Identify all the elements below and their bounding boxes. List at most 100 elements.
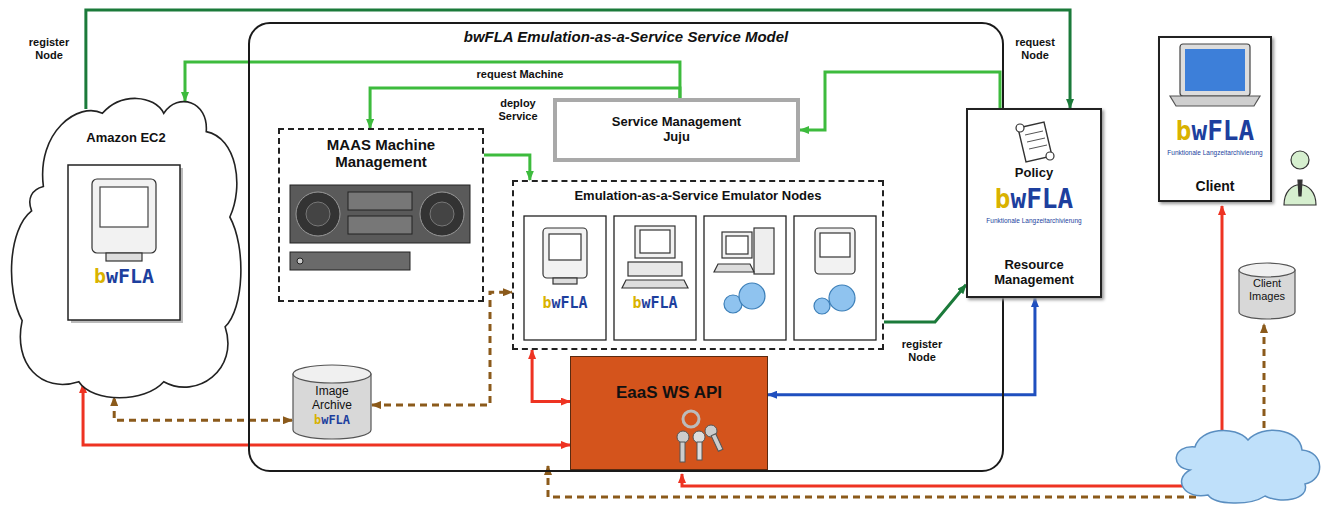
node-label: MAAS Machine Management bbox=[316, 136, 446, 171]
cylinder-shape bbox=[293, 365, 371, 383]
policy-icon bbox=[1016, 124, 1024, 132]
policy-icon bbox=[1046, 152, 1054, 160]
keys-icon bbox=[711, 434, 723, 452]
logo-text: bwFLA bbox=[292, 414, 372, 427]
keys-icon bbox=[677, 431, 689, 443]
cloud-outline bbox=[12, 98, 241, 397]
keys-icon bbox=[693, 431, 705, 443]
network-link bbox=[682, 474, 1196, 486]
cloud-provider: Amazon EC2 bbox=[8, 95, 244, 400]
connector bbox=[884, 285, 966, 322]
server-hardware bbox=[290, 185, 470, 270]
cloud-outline bbox=[12, 98, 241, 397]
tower-pc-icon bbox=[726, 236, 748, 254]
logo-text: bwFLA bbox=[524, 296, 606, 312]
cylinder-shape bbox=[1239, 270, 1295, 319]
connector bbox=[86, 10, 1070, 109]
logo-text: bwFLA bbox=[1158, 118, 1272, 145]
connector bbox=[532, 350, 570, 402]
tower-pc-icon bbox=[722, 232, 752, 258]
connector bbox=[484, 155, 530, 180]
node-label: Policy bbox=[1015, 166, 1053, 181]
edge-label: register Node bbox=[890, 338, 954, 364]
edge-label: deploy Service bbox=[490, 97, 546, 123]
compact-computer-icon bbox=[553, 278, 577, 284]
machine-manager: MAAS Machine Management bbox=[278, 128, 484, 302]
service-manager: Service Management Juju bbox=[553, 98, 800, 162]
desktop-pc-icon bbox=[640, 230, 670, 253]
tower-pc-icon bbox=[714, 264, 754, 272]
node-label: Client Images bbox=[1239, 277, 1295, 302]
compact-computer-icon bbox=[549, 234, 581, 260]
network-link bbox=[1221, 206, 1224, 452]
node-label: Emulation-as-a-Service Emulator Nodes bbox=[574, 189, 821, 204]
instance-box bbox=[100, 187, 148, 227]
connector bbox=[114, 397, 292, 420]
laptop-icon bbox=[1185, 49, 1245, 91]
node-label: Service Management Juju bbox=[602, 115, 752, 145]
connector bbox=[372, 292, 512, 405]
monitor-icon bbox=[815, 228, 855, 274]
cylinder-shape bbox=[1239, 263, 1295, 277]
keys-icon bbox=[571, 357, 767, 469]
emulator-box bbox=[794, 216, 876, 340]
server-hardware bbox=[348, 192, 412, 210]
tower-pc-icon bbox=[739, 283, 765, 309]
keys-icon bbox=[683, 411, 699, 427]
cylinder-shape bbox=[293, 374, 371, 439]
model-frame: MAAS Machine Management Service Managemen… bbox=[248, 22, 1004, 472]
connector bbox=[185, 62, 680, 101]
connector bbox=[768, 298, 1035, 395]
server-hardware bbox=[290, 252, 410, 270]
monitor-icon bbox=[829, 285, 855, 311]
user-icon bbox=[1291, 151, 1309, 169]
desktop-pc-icon bbox=[628, 262, 682, 276]
node-label: Resource Management bbox=[979, 258, 1089, 288]
server-hardware bbox=[297, 258, 303, 264]
node-label: Client bbox=[1196, 178, 1235, 194]
monitor-icon bbox=[814, 298, 830, 314]
keys-icon bbox=[697, 442, 702, 460]
policy-icon bbox=[1025, 131, 1047, 149]
tower-pc-icon bbox=[754, 228, 774, 274]
server-hardware bbox=[296, 192, 340, 236]
logo-subtitle: Funktionale Langzeitarchivierung bbox=[966, 218, 1102, 225]
tower-pc-icon bbox=[714, 228, 774, 313]
server-hardware bbox=[348, 216, 412, 234]
edge-label: register Node bbox=[18, 36, 80, 62]
emulator-box bbox=[614, 216, 696, 340]
instance-box bbox=[106, 253, 142, 261]
monitor-icon bbox=[814, 228, 855, 314]
instance-box bbox=[68, 165, 180, 320]
laptop-icon bbox=[1180, 44, 1250, 96]
logo-subtitle: Funktionale Langzeitarchivierung bbox=[1158, 150, 1272, 157]
desktop-pc-icon bbox=[622, 226, 688, 288]
node-label: Image Archive bbox=[297, 385, 367, 413]
internet-cloud bbox=[1176, 430, 1319, 503]
node-label: Amazon EC2 bbox=[86, 131, 165, 146]
server-hardware bbox=[290, 185, 470, 243]
client-images: Client Images bbox=[1238, 262, 1296, 320]
emulator-box bbox=[704, 216, 786, 340]
laptop-icon bbox=[1170, 96, 1260, 106]
node-label: EaaS WS API bbox=[616, 383, 722, 403]
server-hardware bbox=[306, 202, 330, 226]
user-icon bbox=[1298, 180, 1302, 196]
monitor-icon bbox=[820, 233, 850, 257]
server-hardware bbox=[420, 192, 464, 236]
logo-text: bwFLA bbox=[966, 186, 1102, 213]
instance-box bbox=[68, 165, 183, 323]
keys-icon bbox=[680, 442, 685, 462]
edge-label: request Node bbox=[1006, 36, 1064, 62]
compact-computer-icon bbox=[543, 228, 587, 284]
user-icon bbox=[1284, 151, 1316, 205]
edge-label: request Machine bbox=[465, 68, 575, 81]
emulator-box bbox=[524, 216, 876, 340]
emulator-pool: Emulation-as-a-Service Emulator Nodes bbox=[512, 180, 884, 350]
image-archive: Image Archive bbox=[292, 364, 372, 440]
desktop-pc-icon bbox=[622, 280, 688, 288]
server-hardware bbox=[430, 202, 454, 226]
network-link bbox=[548, 206, 1264, 497]
logo-text: bwFLA bbox=[614, 296, 696, 312]
emulator-box bbox=[524, 216, 606, 340]
